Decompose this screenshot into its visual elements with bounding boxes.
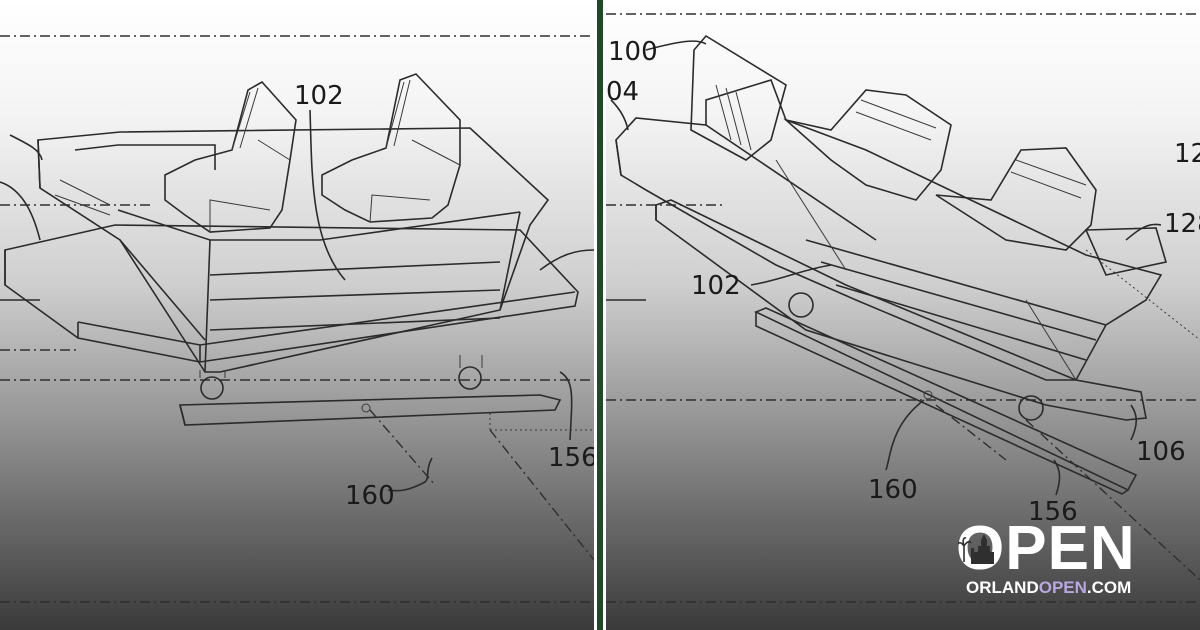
label-160: 160 bbox=[345, 481, 395, 511]
panel-divider bbox=[597, 0, 603, 630]
label-12: 12 bbox=[1174, 139, 1200, 169]
label-100: 100 bbox=[608, 37, 658, 67]
right-vehicle-drawing: 100 04 102 12 128 106 160 156 bbox=[606, 13, 1200, 603]
label-156: 156 bbox=[548, 443, 594, 473]
site-prefix: ORLAND bbox=[966, 578, 1039, 597]
site-highlight: OPEN bbox=[1038, 578, 1087, 597]
site-suffix: .COM bbox=[1086, 578, 1132, 597]
label-156: 156 bbox=[1028, 497, 1078, 527]
logo-site-url: ORLANDOPEN.COM bbox=[966, 578, 1131, 598]
label-102: 102 bbox=[294, 81, 344, 111]
orlandopen-logo[interactable]: OPEN ORLANDOPEN.COM bbox=[946, 518, 1146, 608]
castle-palm-icon bbox=[958, 534, 994, 564]
left-vehicle-drawing: 102 156 160 bbox=[0, 35, 594, 603]
label-04: 04 bbox=[606, 77, 639, 107]
label-102: 102 bbox=[691, 271, 741, 301]
label-160: 160 bbox=[868, 475, 918, 505]
label-128: 128 bbox=[1164, 209, 1200, 239]
label-106: 106 bbox=[1136, 437, 1186, 467]
left-drawing-panel: 102 156 160 bbox=[0, 0, 594, 630]
right-drawing-panel: 100 04 102 12 128 106 160 156 bbox=[606, 0, 1200, 630]
